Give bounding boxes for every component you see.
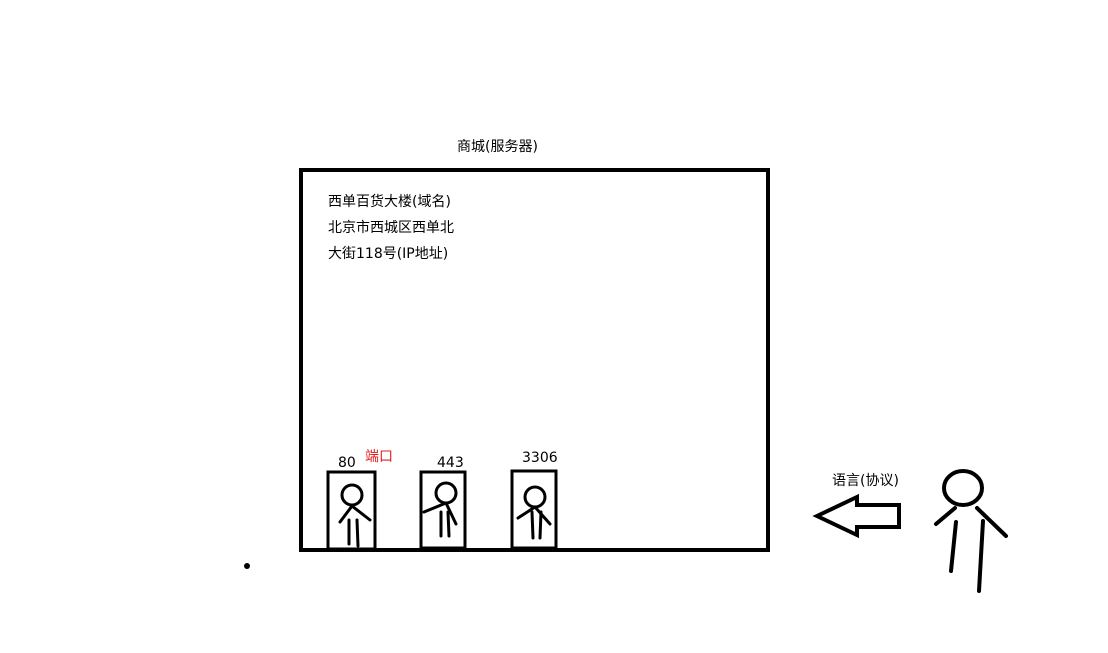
server-title: 商城(服务器) <box>457 139 538 155</box>
doorman-figure <box>338 483 372 548</box>
stray-dot <box>244 563 250 569</box>
protocol-label: 语言(协议) <box>832 473 899 489</box>
left-arrow-icon <box>812 493 901 539</box>
port-number-80: 80 <box>338 455 356 471</box>
server-box <box>299 168 770 552</box>
port-number-3306: 3306 <box>522 450 558 466</box>
door-port-443 <box>419 470 467 550</box>
door-port-80 <box>326 470 377 551</box>
port-number-443: 443 <box>437 455 464 471</box>
ip-address-text-line1: 北京市西城区西单北 <box>328 220 454 236</box>
ip-address-text-line2: 大街118号(IP地址) <box>328 246 449 262</box>
doorman-figure <box>516 485 552 540</box>
port-label: 端口 <box>365 449 393 465</box>
domain-name-text: 西单百货大楼(域名) <box>328 194 451 210</box>
doorman-figure <box>422 481 458 538</box>
visitor-figure <box>934 469 1008 593</box>
door-port-3306 <box>510 469 558 550</box>
